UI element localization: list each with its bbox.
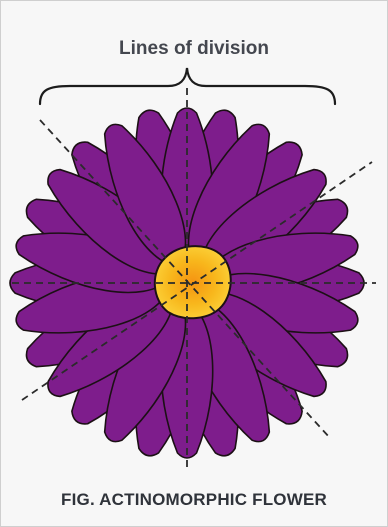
division-brace xyxy=(40,68,335,104)
figure-caption: FIG. ACTINOMORPHIC FLOWER xyxy=(0,490,388,510)
